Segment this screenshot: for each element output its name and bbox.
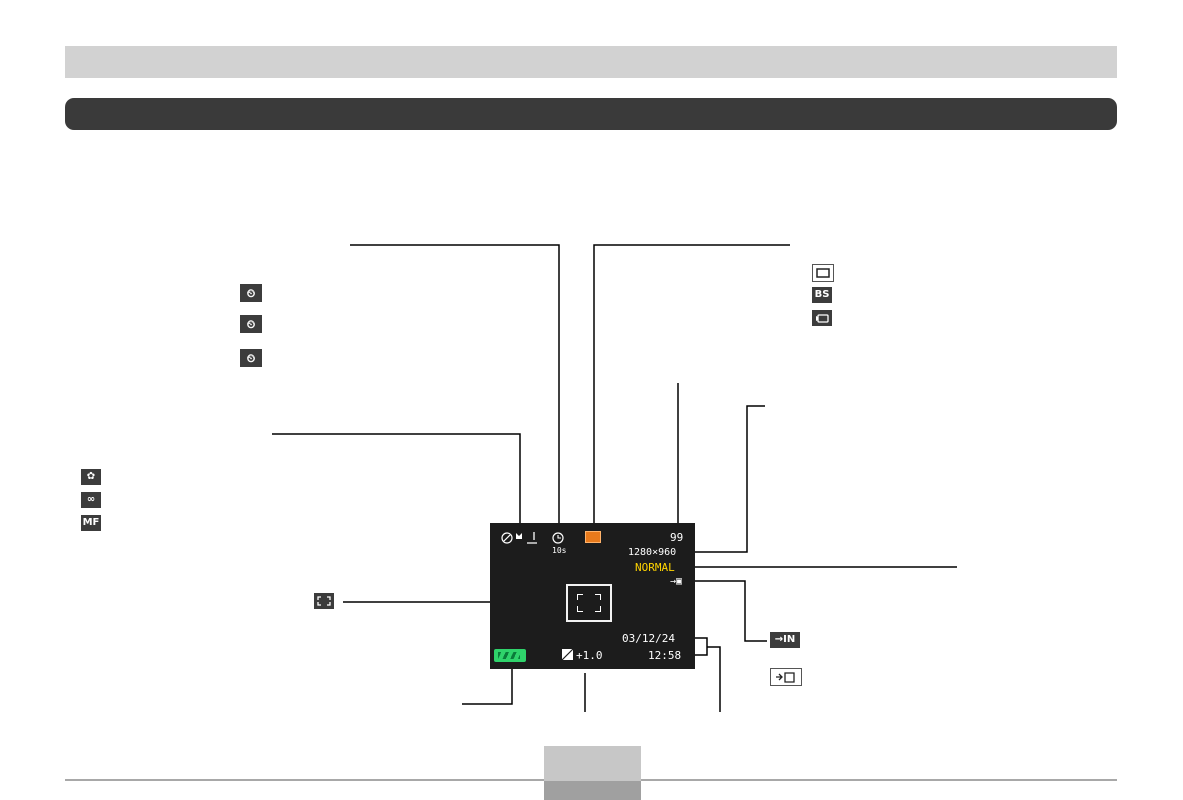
self-timer-icon: ⏲ <box>240 284 262 302</box>
storage-osd-icon: →▣ <box>670 576 683 587</box>
self-timer-osd-icon <box>552 532 564 544</box>
exposure-compensation-icon <box>561 648 574 661</box>
best-shot-icon: BS <box>812 287 832 303</box>
self-timer-icon: ⏲ <box>240 349 262 367</box>
leader-storage <box>692 580 767 642</box>
time-display: 12:58 <box>648 649 682 662</box>
page-number-tab <box>544 746 641 800</box>
self-timer-duration: 10s <box>552 546 567 555</box>
leader-image-size <box>692 405 765 553</box>
header-bar <box>65 46 1117 78</box>
section-title-bar <box>65 98 1117 130</box>
focus-frame-icon <box>314 593 334 609</box>
macro-icon: ✿ <box>81 469 101 485</box>
date-display: 03/12/24 <box>622 632 675 645</box>
focus-frame <box>566 584 612 622</box>
image-quality: NORMAL <box>635 561 675 574</box>
movie-icon <box>812 310 832 326</box>
exposure-compensation-value: +1.0 <box>576 649 603 662</box>
camera-lcd-screen <box>490 523 695 669</box>
leader-battery <box>462 664 513 705</box>
flash-off-icon <box>501 532 513 544</box>
battery-indicator <box>494 649 526 662</box>
record-mode-indicator <box>585 531 601 543</box>
metering-icon <box>527 532 537 544</box>
infinity-icon: ∞ <box>81 492 101 508</box>
shots-remaining: 99 <box>670 531 684 544</box>
memory-card-icon <box>770 668 802 686</box>
self-timer-icon: ⏲ <box>240 315 262 333</box>
macro-osd-icon <box>516 533 522 539</box>
leader-record-mode <box>593 244 790 525</box>
single-shot-icon <box>812 264 834 282</box>
internal-memory-icon: →IN <box>770 632 800 648</box>
manual-focus-icon: MF <box>81 515 101 531</box>
leader-date-time-drop <box>707 646 721 712</box>
leader-focus-mode <box>272 433 521 528</box>
leader-self-timer <box>350 244 560 525</box>
image-size: 1280×960 <box>628 547 677 558</box>
internal-memory-label: IN <box>783 634 796 645</box>
